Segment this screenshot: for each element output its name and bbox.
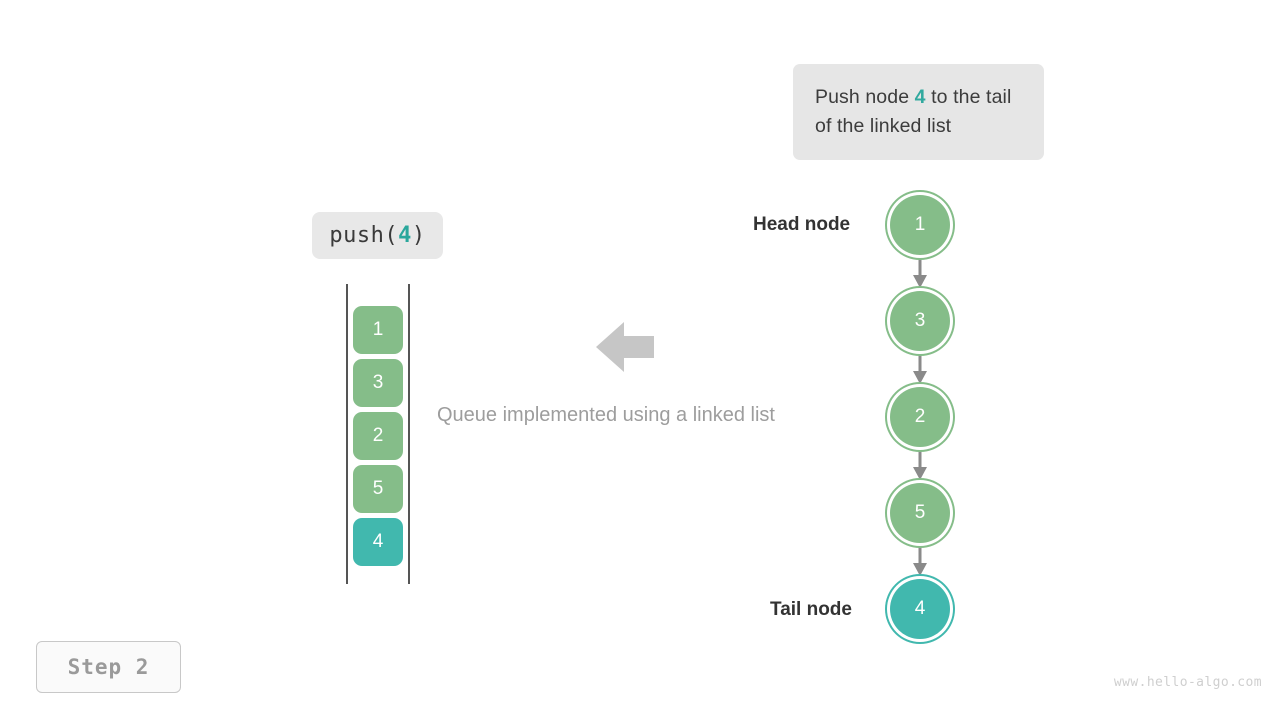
queue-cell-value: 4 (372, 531, 384, 552)
linked-list-node-value: 3 (914, 310, 926, 331)
operation-name: push (329, 223, 385, 248)
head-node-label: Head node (753, 214, 851, 235)
linked-list-node-value: 5 (914, 502, 926, 523)
queue-cell: 2 (353, 412, 403, 460)
left-block-arrow-icon (596, 320, 654, 374)
queue-array: 1 3 2 5 4 (340, 284, 416, 584)
linked-list-node-value: 1 (914, 214, 926, 235)
step-badge: Step 2 (36, 641, 181, 693)
linked-list-node: 5 (890, 483, 950, 543)
linked-list-connector-arrow-icon (908, 354, 932, 384)
linked-list-node-value: 4 (914, 598, 926, 619)
queue-cell-value: 2 (372, 425, 384, 446)
callout-suffix: to the tail of the linked list (815, 86, 1012, 137)
linked-list-node: 1 (890, 195, 950, 255)
operation-chip: push(4) (312, 212, 443, 259)
callout-text: Push node 4 to the tail of the linked li… (815, 83, 1022, 141)
queue-cell: 5 (353, 465, 403, 513)
operation-close-paren: ) (411, 223, 426, 248)
queue-cell: 4 (353, 518, 403, 566)
linked-list-connector-arrow-icon (908, 546, 932, 576)
callout-box: Push node 4 to the tail of the linked li… (793, 64, 1044, 160)
operation-argument: 4 (398, 223, 412, 248)
queue-cell: 1 (353, 306, 403, 354)
queue-cell-list: 1 3 2 5 4 (353, 306, 403, 571)
linked-list: 1 3 2 5 4 (880, 185, 960, 650)
queue-caption: Queue implemented using a linked list (437, 404, 775, 426)
tail-node-label: Tail node (770, 599, 852, 620)
queue-cell-value: 3 (372, 372, 384, 393)
queue-cell: 3 (353, 359, 403, 407)
operation-chip-text: push(4) (329, 223, 425, 248)
linked-list-node: 2 (890, 387, 950, 447)
linked-list-connector-arrow-icon (908, 258, 932, 288)
linked-list-node: 3 (890, 291, 950, 351)
callout-highlight-value: 4 (914, 86, 926, 108)
queue-rail-left (346, 284, 348, 584)
operation-open-paren: ( (384, 223, 399, 248)
linked-list-node: 4 (890, 579, 950, 639)
callout-prefix: Push node (815, 86, 915, 108)
step-badge-label: Step 2 (67, 655, 150, 679)
queue-cell-value: 1 (372, 319, 384, 340)
linked-list-node-value: 2 (914, 406, 926, 427)
linked-list-connector-arrow-icon (908, 450, 932, 480)
watermark: www.hello-algo.com (1113, 675, 1262, 690)
queue-cell-value: 5 (372, 478, 384, 499)
queue-rail-right (408, 284, 410, 584)
